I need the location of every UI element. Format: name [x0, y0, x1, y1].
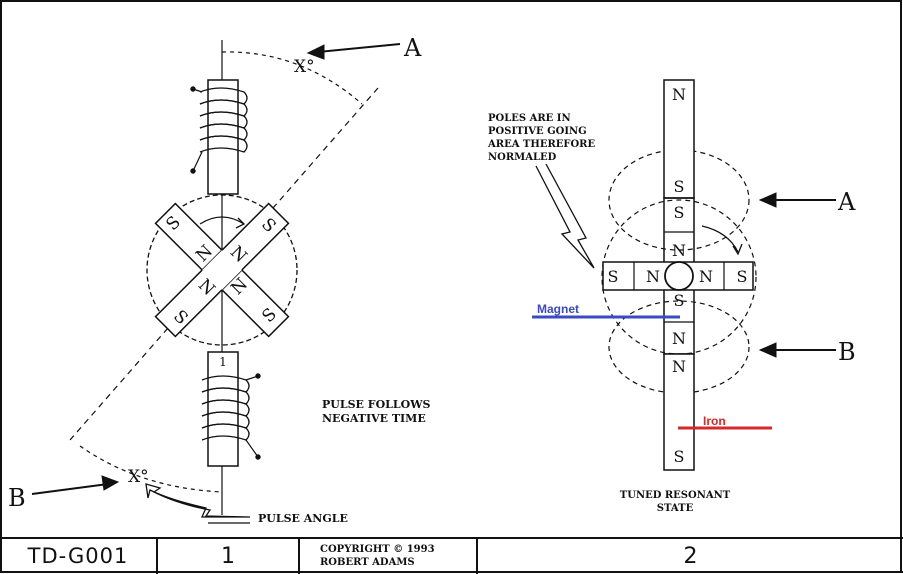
left-caption-line-2: NEGATIVE TIME — [322, 412, 426, 425]
left-rotor-magnets — [154, 202, 290, 338]
note-line-2: POSITIVE GOING — [488, 126, 587, 137]
copyright-line-1: COPYRIGHT © 1993 — [320, 544, 435, 555]
sheet-right-number: 2 — [683, 543, 698, 569]
copyright-line-2: ROBERT ADAMS — [320, 557, 415, 568]
rotor-shaft — [664, 261, 694, 291]
bottom-coil-terminal-1 — [255, 373, 261, 379]
right-pointer-b-head — [758, 342, 777, 358]
pointer-a-label: A — [403, 34, 422, 62]
rotor-letter: S — [737, 267, 748, 286]
title-cell-copyright: COPYRIGHT © 1993 ROBERT ADAMS — [300, 538, 478, 574]
title-cell-drawing-number: TD-G001 — [0, 538, 158, 574]
drawing-number: TD-G001 — [27, 544, 129, 568]
bottom-coil-terminal-2 — [255, 454, 261, 460]
bottom-coil-lead-2 — [245, 439, 259, 458]
note-line-1: POLES ARE IN — [488, 113, 571, 124]
right-caption-line-2: STATE — [657, 503, 694, 514]
top-coil-terminal-1 — [190, 86, 196, 92]
rotor-letter: N — [672, 329, 686, 348]
iron-annotation-label: Iron — [703, 414, 726, 428]
rotation-arrowhead — [235, 217, 246, 229]
coil-number-label: 1 — [219, 355, 227, 369]
magnet-annotation-label: Magnet — [537, 302, 579, 316]
pulse-angle-arrow — [145, 483, 251, 518]
left-caption-line-1: PULSE FOLLOWS — [322, 398, 431, 411]
bottom-coil-core — [207, 351, 239, 467]
right-rotation-arrowhead — [732, 243, 743, 256]
field-loop-top — [608, 149, 750, 251]
pointer-a-head — [306, 44, 325, 60]
right-figure — [532, 79, 836, 471]
rotor-letter: N — [672, 241, 686, 260]
bottom-angle-arc — [79, 445, 223, 493]
note-line-3: AREA THEREFORE — [487, 139, 595, 150]
rotor-letter: S — [674, 291, 685, 310]
pulse-angle-label: PULSE ANGLE — [258, 512, 348, 525]
note-lightning-arrow — [535, 163, 595, 269]
top-coil-lead-2 — [192, 151, 203, 172]
left-figure — [31, 40, 401, 524]
top-angle-marker: X° — [294, 57, 315, 77]
rotor-letter: S — [674, 203, 685, 222]
top-coil-terminal-2 — [190, 168, 196, 174]
right-caption-line-1: TUNED RESONANT — [620, 490, 731, 501]
title-cell-sheet-right: 2 — [480, 538, 901, 574]
note-line-4: NORMALED — [488, 152, 557, 163]
title-cell-sheet-left: 1 — [158, 538, 300, 574]
bottom-angle-marker: X° — [128, 467, 149, 487]
rotor-letter: N — [699, 267, 713, 286]
top-coil-winding — [199, 87, 248, 153]
top-angle-arc — [221, 51, 363, 105]
right-pointer-a-head — [758, 192, 777, 208]
bottom-coil-winding — [201, 375, 250, 441]
upper-stator-magnet — [663, 79, 695, 199]
stator-letter: S — [674, 177, 685, 196]
pointer-b-line — [31, 483, 109, 495]
pointer-b-head — [101, 475, 120, 491]
sheet-left-number: 1 — [221, 543, 235, 569]
pointer-a-line — [317, 43, 401, 53]
stator-letter: N — [672, 357, 686, 376]
rotation-arrow — [199, 216, 245, 225]
rotor-letter: N — [646, 267, 660, 286]
right-pointer-b-label: B — [838, 338, 856, 366]
right-figure-labels: N S S N S N N S S N N S POLES ARE IN POS… — [487, 85, 856, 514]
stator-letter: S — [674, 447, 685, 466]
right-pointer-a-label: A — [837, 188, 856, 216]
left-rotor-outline — [146, 194, 298, 346]
pointer-b-label: B — [8, 484, 26, 512]
right-rotation-arrow — [701, 225, 739, 253]
stator-letter: N — [672, 85, 686, 104]
lower-stator-magnet — [663, 353, 695, 471]
rotor-letter: S — [608, 267, 619, 286]
